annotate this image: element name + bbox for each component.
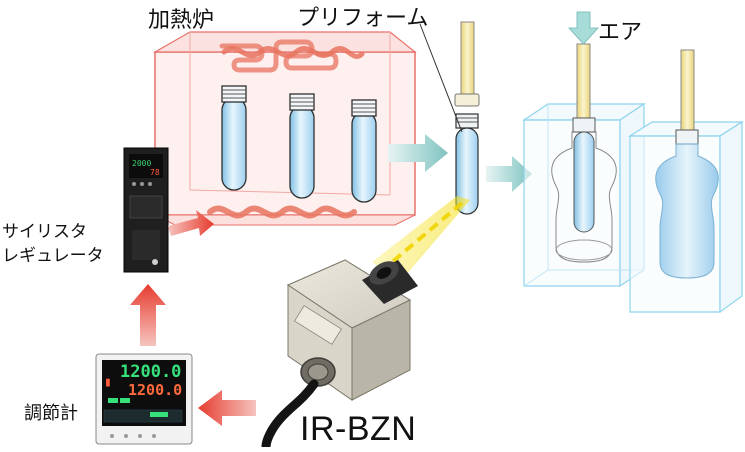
thyristor-regulator-label: サイリスタ レギュレータ bbox=[2, 220, 104, 268]
preform-under-measurement bbox=[454, 21, 480, 215]
thyristor-label-line2: レギュレータ bbox=[2, 246, 104, 265]
bottom-heater-coil-icon bbox=[207, 205, 357, 219]
air-label: エア bbox=[598, 19, 643, 44]
process-flow-arrow bbox=[388, 134, 448, 172]
preform-leader-line bbox=[419, 23, 463, 133]
ir-thermometer-sensor bbox=[261, 259, 418, 452]
top-heater-coil-icon bbox=[219, 39, 339, 73]
preform-tube-icon bbox=[351, 99, 377, 203]
bottle-icon bbox=[655, 143, 719, 279]
preform-label: プリフォーム bbox=[297, 5, 429, 30]
controller-pv-display: 1200.0 bbox=[120, 362, 182, 382]
control-signal-arrow bbox=[168, 210, 214, 236]
ir-beam-dashes bbox=[376, 201, 464, 276]
process-flow-arrow bbox=[486, 156, 532, 192]
svg-text:▮: ▮ bbox=[104, 375, 112, 390]
blow-mold-1 bbox=[522, 11, 646, 288]
air-down-arrow-icon bbox=[568, 11, 599, 45]
preform-tube-icon bbox=[221, 85, 247, 191]
control-signal-arrow bbox=[130, 284, 166, 346]
svg-text:2000: 2000 bbox=[132, 159, 151, 168]
blow-mold-2 bbox=[627, 49, 745, 314]
measurement-signal-arrow bbox=[198, 390, 256, 426]
controller-sv-display: 1200.0 bbox=[128, 381, 183, 399]
temperature-controller-device: ▮ bbox=[95, 353, 193, 445]
heating-furnace bbox=[152, 31, 417, 226]
sensor-model-label: IR-BZN bbox=[300, 410, 417, 448]
preform-tube-icon bbox=[289, 93, 315, 199]
bottle-outline-icon bbox=[551, 131, 617, 263]
svg-text:78: 78 bbox=[150, 168, 160, 177]
furnace-label: 加熱炉 bbox=[148, 7, 215, 32]
controller-label: 調節計 bbox=[24, 403, 78, 423]
thyristor-label-line1: サイリスタ bbox=[2, 222, 87, 241]
thyristor-regulator-device: 2000 78 bbox=[123, 147, 169, 273]
